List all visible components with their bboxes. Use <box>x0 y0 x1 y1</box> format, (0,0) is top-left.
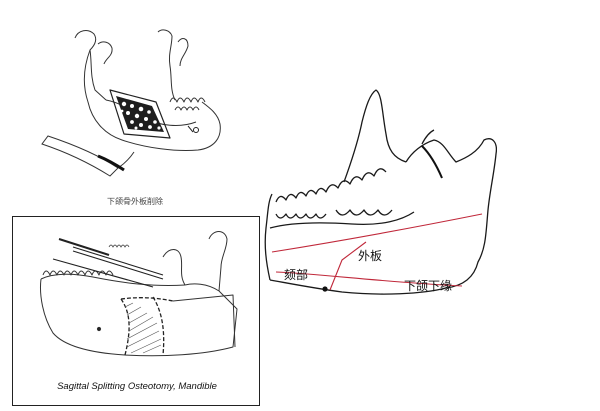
mental-point-dot <box>322 286 328 292</box>
outer-plate-resection-diagram: 下颌骨外板削除 <box>20 18 250 208</box>
sagittal-split-drawing <box>40 231 238 357</box>
sagittal-split-osteotomy-diagram: Sagittal Splitting Osteotomy, Mandible <box>12 216 260 406</box>
chin-label: 颏部 <box>284 268 309 282</box>
outer-plate-label: 外板 <box>358 249 383 263</box>
bottom-left-caption: Sagittal Splitting Osteotomy, Mandible <box>57 381 217 392</box>
top-left-caption: 下颌骨外板削除 <box>107 197 163 206</box>
mandible-sketch <box>264 89 497 295</box>
mandible-outer-plate-drawing <box>41 29 221 177</box>
mandible-outer-plate-lines-diagram: 颏部 外板 下颌下缘 <box>262 82 497 302</box>
lower-border-label: 下颌下缘 <box>404 279 453 293</box>
